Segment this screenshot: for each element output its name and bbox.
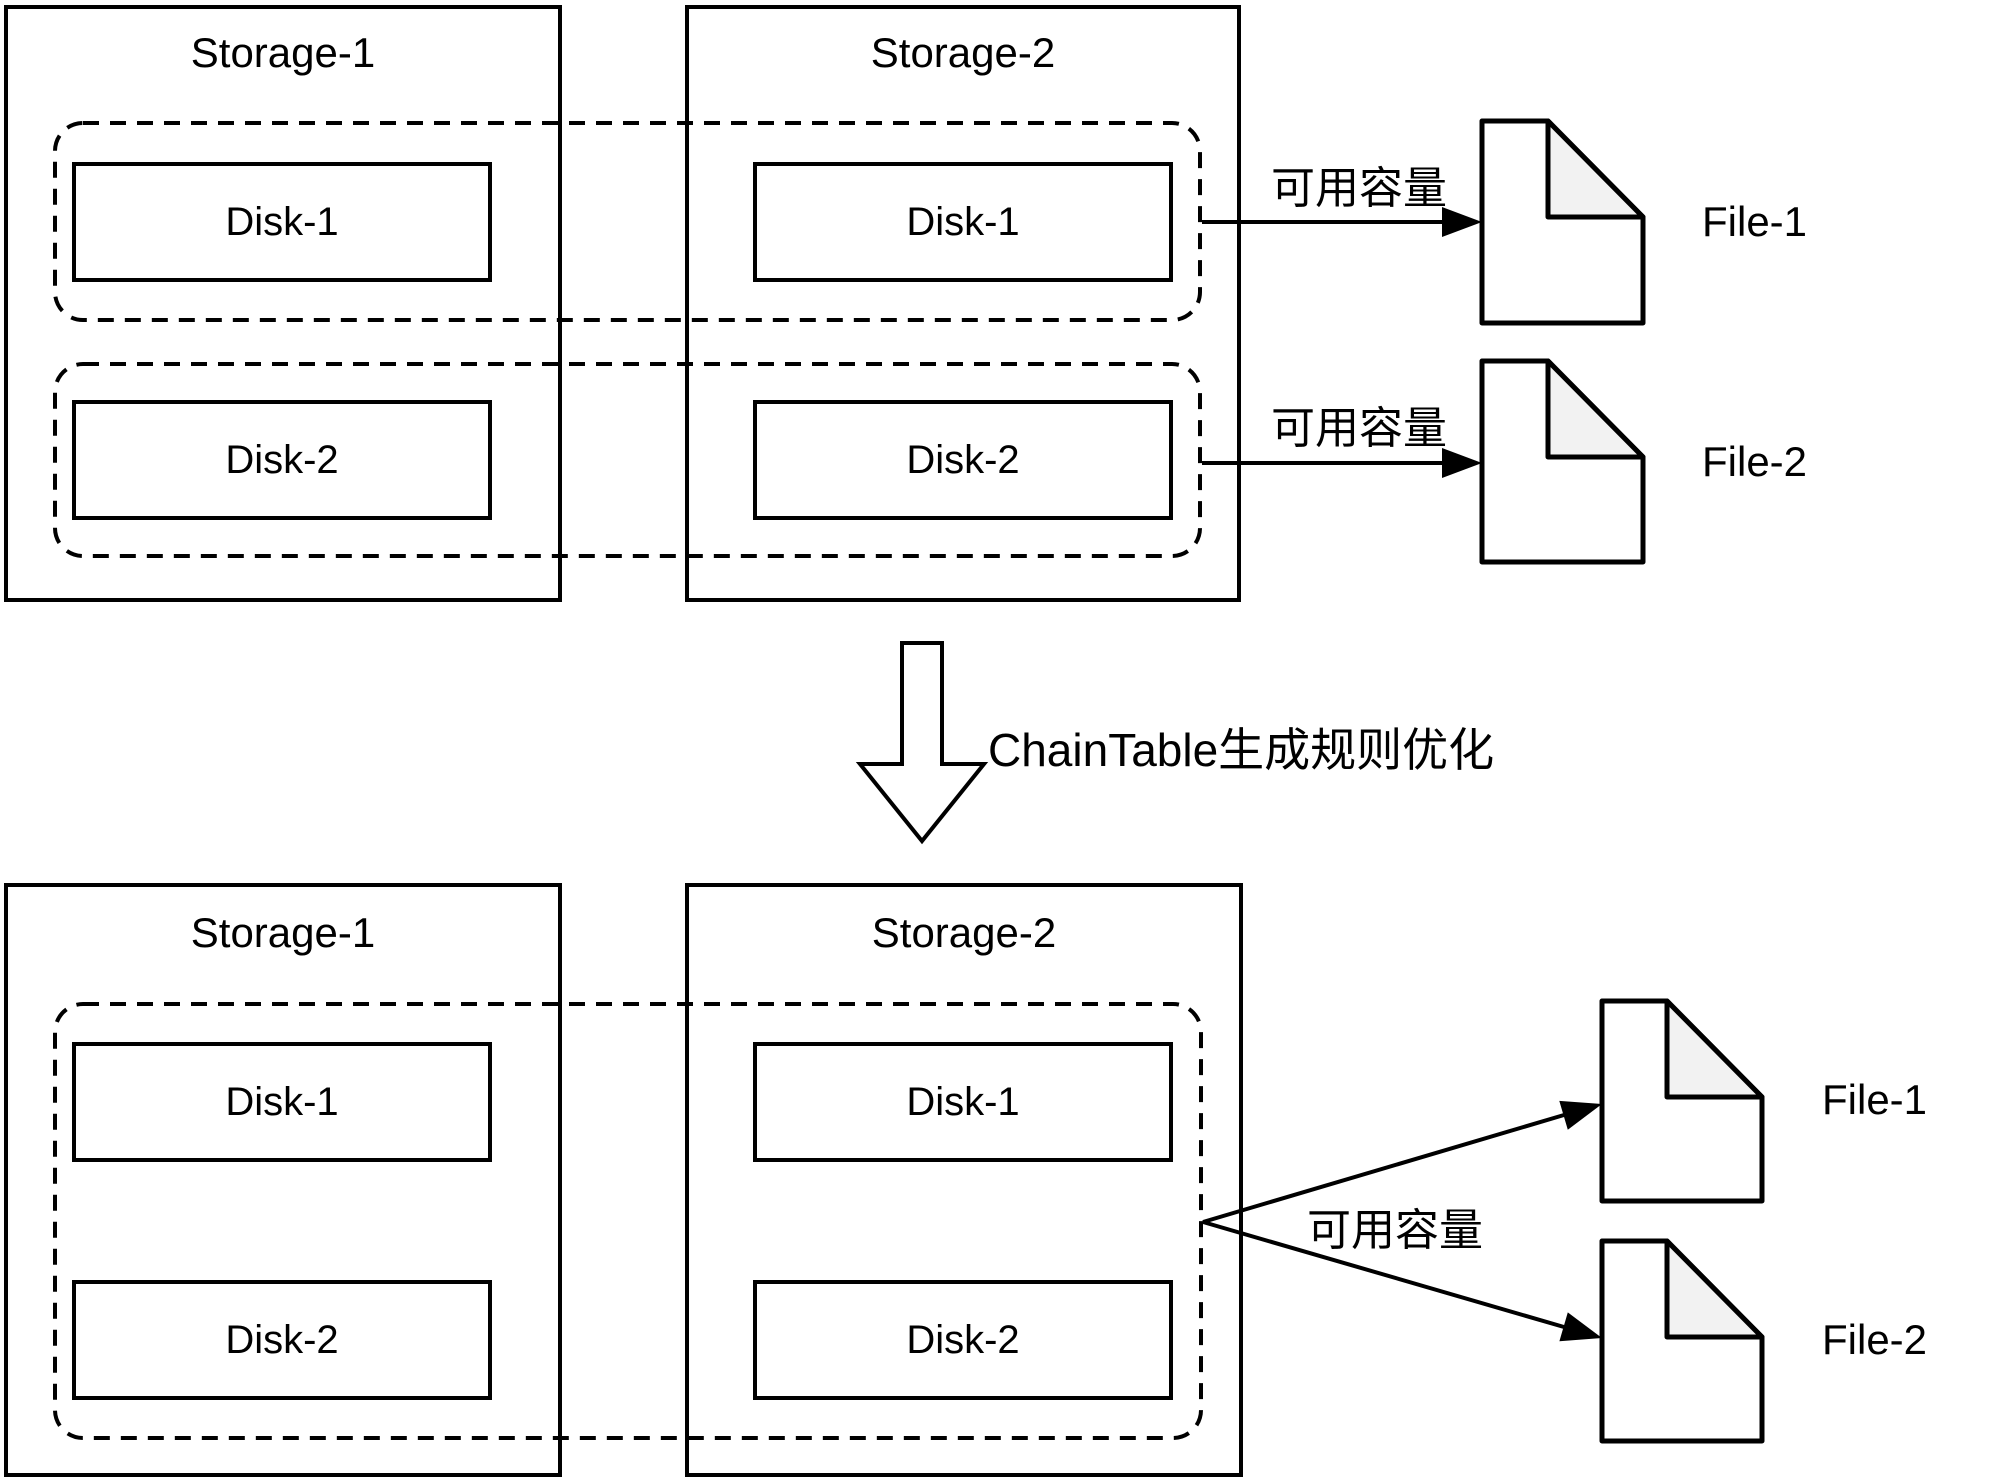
top-file-2-icon <box>1479 358 1646 565</box>
bottom-file-1-icon <box>1599 998 1765 1204</box>
bottom-file-2-label: File-2 <box>1822 1316 1928 1363</box>
top-storage-1-disk-2: Disk-2 <box>72 400 492 520</box>
bottom-file-2-icon <box>1599 1238 1765 1444</box>
bottom-storage-2-title: Storage-2 <box>871 909 1057 956</box>
top-capacity-label-1: 可用容量 <box>1271 164 1447 213</box>
top-storage-2-disk-2: Disk-2 <box>753 400 1173 520</box>
top-capacity-label-2: 可用容量 <box>1271 404 1447 453</box>
bottom-storage-1-title: Storage-1 <box>190 909 376 956</box>
transition-down-arrow <box>855 641 989 845</box>
bottom-storage-2-disk-1: Disk-1 <box>753 1042 1173 1162</box>
top-file-1-icon <box>1479 118 1646 326</box>
bottom-storage-1-disk-1: Disk-1 <box>72 1042 492 1162</box>
bottom-capacity-label: 可用容量 <box>1307 1206 1483 1255</box>
bottom-file-1-label: File-1 <box>1822 1076 1928 1123</box>
top-storage-1-title: Storage-1 <box>190 29 376 76</box>
top-storage-2-title: Storage-2 <box>870 29 1056 76</box>
bottom-storage-2-disk-2: Disk-2 <box>753 1280 1173 1400</box>
top-storage-2-disk-1: Disk-1 <box>753 162 1173 282</box>
transform-rule-label: ChainTable生成规则优化 <box>988 724 1495 776</box>
top-file-1-label: File-1 <box>1702 198 1808 245</box>
top-file-2-label: File-2 <box>1702 438 1808 485</box>
top-storage-1-disk-1: Disk-1 <box>72 162 492 282</box>
bottom-storage-1-disk-2: Disk-2 <box>72 1280 492 1400</box>
